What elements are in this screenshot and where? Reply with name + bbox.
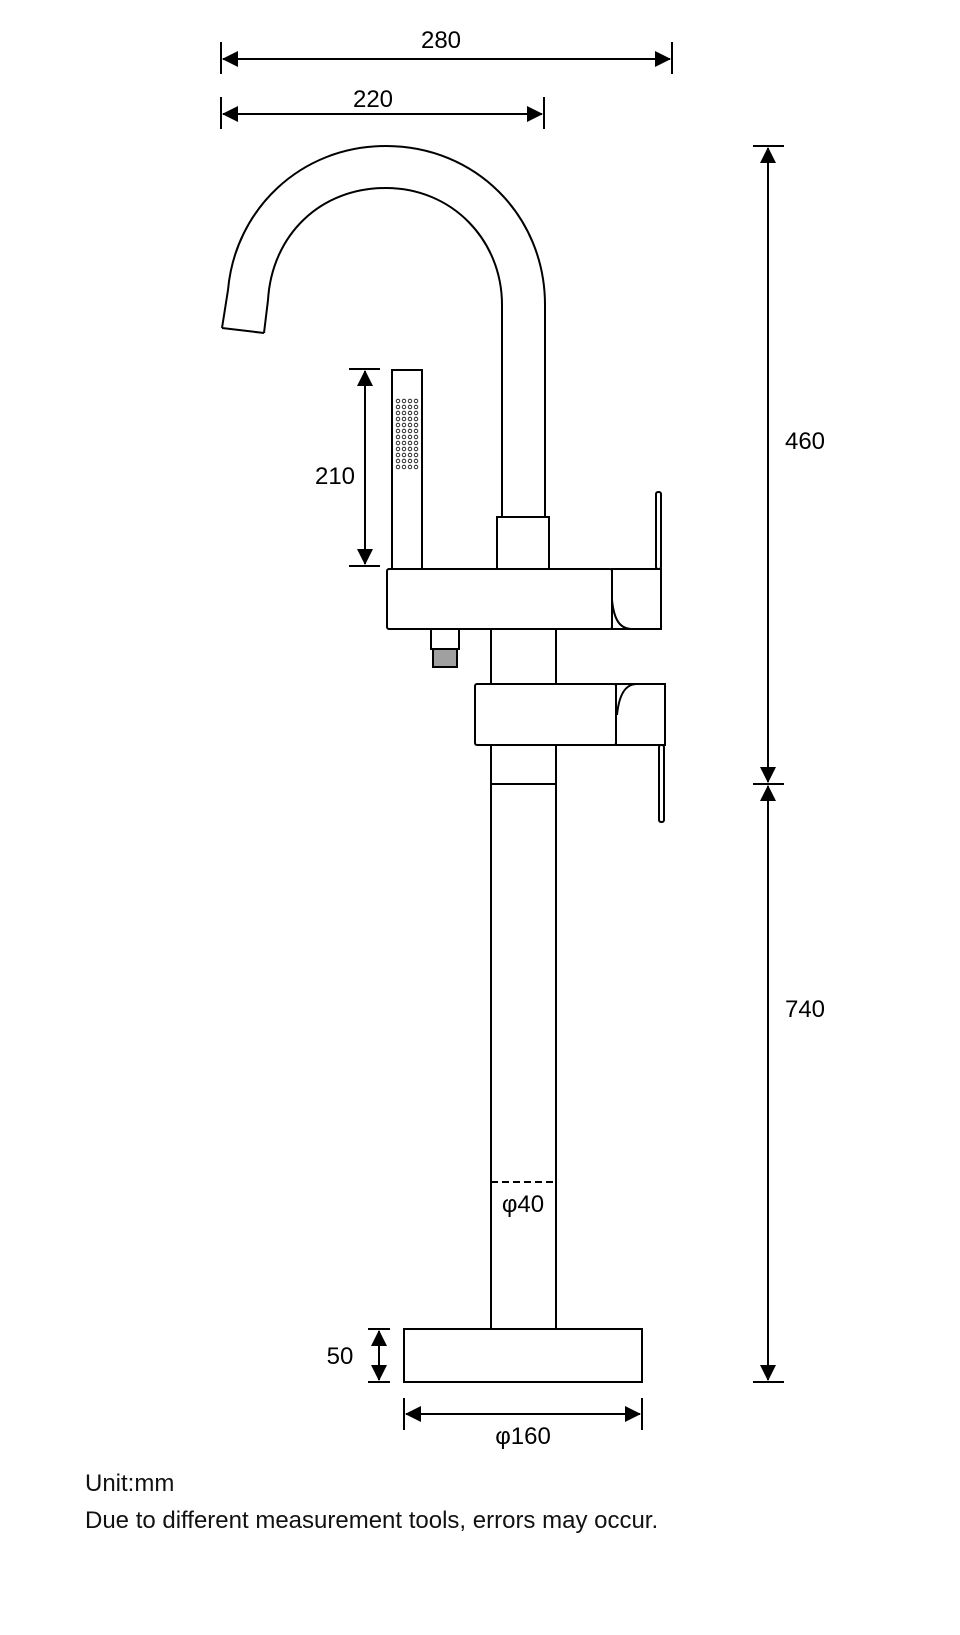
nozzle-dot: [401, 428, 407, 434]
nozzle-dot: [413, 440, 419, 446]
dim-160-label: φ160: [495, 1423, 551, 1450]
nozzle-dot: [407, 464, 413, 470]
nozzle-dot: [401, 416, 407, 422]
nozzle-dot: [395, 464, 401, 470]
nozzle-dot: [413, 464, 419, 470]
nozzle-dot: [395, 428, 401, 434]
nozzle-dot: [401, 434, 407, 440]
nozzle-dot: [401, 440, 407, 446]
dim-220-label: 220: [353, 86, 393, 113]
dimension-50: 50: [327, 1328, 390, 1383]
dimension-210: 210: [315, 368, 380, 567]
nozzle-dot: [407, 452, 413, 458]
unit-note: Unit:mm: [85, 1470, 175, 1497]
nozzle-dot: [395, 446, 401, 452]
nozzle-dot: [395, 422, 401, 428]
spout: [221, 144, 550, 570]
nozzle-dot: [395, 410, 401, 416]
nozzle-dot: [401, 446, 407, 452]
dim-50-label: 50: [327, 1343, 354, 1370]
nozzle-dot: [413, 428, 419, 434]
base: [403, 1328, 643, 1383]
nozzle-dot: [407, 440, 413, 446]
nozzle-dot: [407, 428, 413, 434]
nozzle-dot: [413, 398, 419, 404]
dimension-740: 740: [753, 785, 825, 1383]
dimension-160: φ160: [403, 1398, 643, 1450]
dim-460-label: 460: [785, 428, 825, 455]
nozzle-dot: [413, 410, 419, 416]
nozzle-dot: [395, 404, 401, 410]
nozzle-dot: [413, 404, 419, 410]
nozzle-dot: [401, 452, 407, 458]
nozzle-dot: [395, 458, 401, 464]
nozzle-dot: [395, 434, 401, 440]
nozzle-dot: [395, 440, 401, 446]
upper-mixer-body: [386, 491, 662, 668]
nozzle-dot: [413, 416, 419, 422]
column-pipe: φ40: [474, 629, 666, 1329]
dimension-460: 460: [753, 145, 825, 785]
nozzle-dot: [413, 446, 419, 452]
dim-280-label: 280: [421, 27, 461, 54]
nozzle-dot: [395, 452, 401, 458]
nozzle-dot: [407, 446, 413, 452]
nozzle-dot: [407, 410, 413, 416]
nozzle-dot: [407, 416, 413, 422]
nozzle-dot: [407, 404, 413, 410]
hand-shower: [391, 369, 423, 570]
nozzle-dot: [413, 452, 419, 458]
nozzle-dot: [401, 404, 407, 410]
nozzle-dot: [407, 398, 413, 404]
nozzle-dot: [395, 398, 401, 404]
disclaimer-note: Due to different measurement tools, erro…: [85, 1507, 659, 1534]
nozzle-dot: [407, 422, 413, 428]
nozzle-dot: [413, 458, 419, 464]
dim-210-label: 210: [315, 463, 355, 490]
dimension-220: 220: [220, 86, 545, 129]
nozzle-dot: [401, 464, 407, 470]
nozzle-dot: [413, 422, 419, 428]
nozzle-dot: [413, 434, 419, 440]
pipe-diameter-label: φ40: [502, 1191, 544, 1218]
nozzle-dot: [395, 416, 401, 422]
nozzle-dot: [407, 434, 413, 440]
nozzle-dot: [401, 398, 407, 404]
dimension-280: 280: [220, 27, 673, 74]
nozzle-dot: [401, 422, 407, 428]
nozzle-dot: [407, 458, 413, 464]
nozzle-dot: [401, 458, 407, 464]
dim-740-label: 740: [785, 996, 825, 1023]
nozzle-dot: [401, 410, 407, 416]
